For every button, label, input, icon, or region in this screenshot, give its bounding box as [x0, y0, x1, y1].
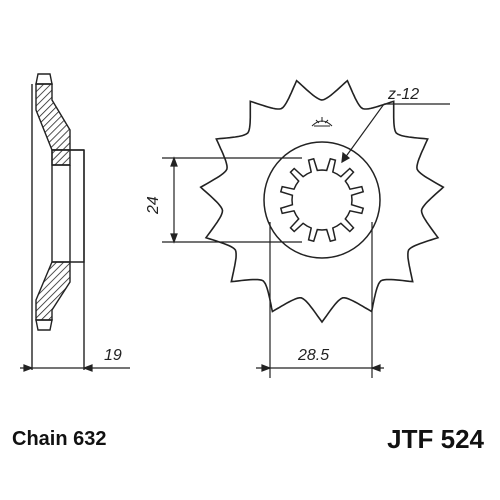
section-bottom-tooth	[35, 319, 53, 331]
sprocket-front-view	[199, 79, 445, 324]
dimension-inner-diameter	[162, 156, 302, 244]
section-hub-upper-hatch	[51, 149, 71, 166]
dimension-bore	[256, 222, 384, 378]
logo-mark-icon	[311, 117, 333, 127]
section-top-tooth	[35, 73, 53, 85]
teeth-count-label: z-12	[387, 86, 419, 103]
section-lower-flank	[35, 261, 71, 321]
dimension-width-label: 19	[104, 347, 122, 364]
teeth-count-leader	[341, 103, 450, 164]
section-hub	[51, 149, 85, 263]
section-upper-flank	[35, 83, 71, 151]
dimension-width	[20, 364, 130, 372]
dimension-inner-diameter-label: 24	[145, 196, 162, 215]
chain-size-label: Chain 632	[12, 428, 107, 450]
side-section-view	[31, 73, 85, 370]
dimension-bore-label: 28.5	[297, 347, 329, 364]
hub-circle	[263, 141, 381, 259]
part-number-label: JTF 524	[387, 424, 484, 454]
sprocket-outline	[199, 79, 445, 324]
spline-bore	[279, 157, 365, 243]
